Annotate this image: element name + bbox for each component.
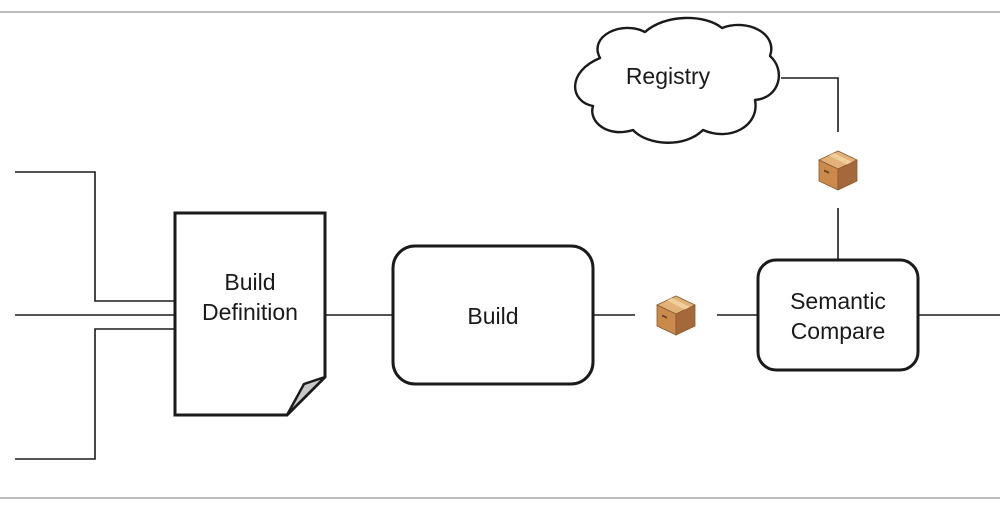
- semantic-compare-label-line1: Semantic: [790, 288, 886, 314]
- build-definition-node: Build Definition: [173, 211, 327, 417]
- package-tape: [667, 298, 690, 310]
- semantic-compare-label-line2: Compare: [791, 318, 886, 344]
- build-label: Build: [467, 303, 518, 329]
- registry-cloud-shape: [573, 16, 780, 144]
- semantic-compare-box: [756, 258, 920, 372]
- connector-registry-to-artifact: [781, 77, 839, 132]
- package-icon: [818, 150, 858, 191]
- package-right-face: [837, 159, 858, 191]
- build-definition-label-line1: Build: [224, 269, 275, 295]
- page-fold-icon: [285, 375, 327, 417]
- build-node: Build: [391, 244, 595, 386]
- build-definition-label-line2: Definition: [202, 299, 298, 325]
- input-line-bottom: [15, 328, 175, 460]
- package-label-mark: [662, 314, 667, 319]
- package-label-mark: [824, 169, 829, 174]
- registry-label: Registry: [626, 63, 711, 89]
- package-right-face: [675, 304, 696, 336]
- input-line-top: [15, 171, 175, 302]
- package-icon: [656, 295, 696, 336]
- registry-node: Registry: [573, 16, 780, 144]
- package-tape: [829, 153, 852, 165]
- build-box: [391, 244, 595, 386]
- semantic-compare-node: Semantic Compare: [756, 258, 920, 372]
